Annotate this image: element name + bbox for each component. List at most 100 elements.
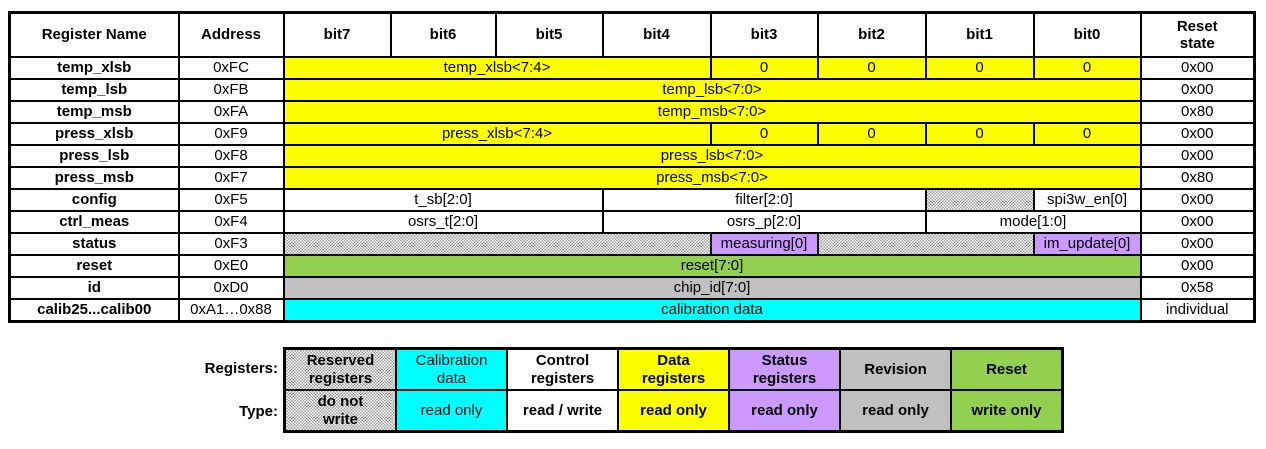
bitfield-cell: mode[1:0]	[924, 210, 1142, 234]
register-name-cell: ctrl_meas	[8, 210, 180, 234]
register-name-cell: press_xlsb	[8, 122, 180, 146]
column-header-bit2: bit2	[816, 11, 927, 58]
reset-state-cell: 0x00	[1139, 144, 1256, 168]
register-name-cell: temp_msb	[8, 100, 180, 124]
column-header-bit4: bit4	[601, 11, 712, 58]
legend-register-row: Reserved registers Calibration data Cont…	[283, 347, 1064, 391]
address-cell: 0xF7	[177, 166, 285, 190]
address-cell: 0xE0	[177, 254, 285, 278]
bitfield-cell: spi3w_en[0]	[1032, 188, 1142, 212]
legend-type-cell: do not write	[283, 389, 397, 433]
register-name-cell: status	[8, 232, 180, 256]
legend-type-cell: read / write	[506, 389, 619, 433]
bitfield-cell: measuring[0]	[709, 232, 819, 256]
reset-state-cell: 0x00	[1139, 188, 1256, 212]
reset-state-cell: individual	[1139, 298, 1256, 323]
bitfield-cell: temp_msb<7:0>	[282, 100, 1142, 124]
legend-register-cell: Calibration data	[395, 347, 508, 391]
legend-registers-label: Registers:	[204, 360, 278, 377]
bitfield-cell: t_sb[2:0]	[282, 188, 604, 212]
address-cell: 0xF3	[177, 232, 285, 256]
reset-state-cell: 0x58	[1139, 276, 1256, 300]
reset-state-cell: 0x00	[1139, 232, 1256, 256]
column-header-address: Address	[177, 11, 285, 58]
table-row-calib: calib25...calib00 0xA1…0x88 calibration …	[8, 298, 1256, 323]
address-cell: 0xD0	[177, 276, 285, 300]
address-cell: 0xF4	[177, 210, 285, 234]
address-cell: 0xFB	[177, 78, 285, 102]
column-header-bit7: bit7	[282, 11, 392, 58]
header-row: Register Name Address bit7 bit6 bit5 bit…	[8, 11, 1256, 58]
register-name-cell: id	[8, 276, 180, 300]
column-header-bit3: bit3	[709, 11, 819, 58]
bitfield-cell: temp_lsb<7:0>	[282, 78, 1142, 102]
legend-type-cell: read only	[395, 389, 508, 433]
reset-state-cell: 0x00	[1139, 78, 1256, 102]
address-cell: 0xF8	[177, 144, 285, 168]
legend-table: Reserved registers Calibration data Cont…	[283, 347, 1064, 433]
table-row-temp-xlsb: temp_xlsb 0xFC temp_xlsb<7:4> 0 0 0 0 0x…	[8, 56, 1256, 80]
register-name-cell: press_lsb	[8, 144, 180, 168]
legend-type-cell: write only	[950, 389, 1064, 433]
bitfield-cell: osrs_t[2:0]	[282, 210, 604, 234]
legend-type-label: Type:	[239, 403, 278, 420]
legend-register-cell: Status registers	[728, 347, 841, 391]
column-header-bit1: bit1	[924, 11, 1035, 58]
address-cell: 0xA1…0x88	[177, 298, 285, 323]
bitfield-cell: im_update[0]	[1032, 232, 1142, 256]
bitfield-cell: press_lsb<7:0>	[282, 144, 1142, 168]
bitfield-cell: 0	[709, 122, 819, 146]
legend-type-cell: read only	[839, 389, 952, 433]
reset-state-cell: 0x00	[1139, 210, 1256, 234]
bitfield-cell: calibration data	[282, 298, 1142, 323]
legend-type-cell: read only	[728, 389, 841, 433]
address-cell: 0xF5	[177, 188, 285, 212]
address-cell: 0xFA	[177, 100, 285, 124]
register-name-cell: calib25...calib00	[8, 298, 180, 323]
table-row-config: config 0xF5 t_sb[2:0] filter[2:0] spi3w_…	[8, 188, 1256, 212]
reserved-bit-cell	[282, 232, 712, 256]
bitfield-cell: 0	[1032, 56, 1142, 80]
bitfield-cell: 0	[924, 56, 1035, 80]
register-name-cell: temp_lsb	[8, 78, 180, 102]
reset-state-cell: 0x00	[1139, 56, 1256, 80]
legend-register-cell: Reset	[950, 347, 1064, 391]
bitfield-cell: 0	[924, 122, 1035, 146]
register-map-table: Register Name Address bit7 bit6 bit5 bit…	[8, 11, 1256, 323]
bitfield-cell: press_msb<7:0>	[282, 166, 1142, 190]
reserved-bit-cell	[816, 232, 1035, 256]
legend-type-cell: read only	[617, 389, 730, 433]
bitfield-cell: 0	[1032, 122, 1142, 146]
legend-type-row: do not write read only read / write read…	[283, 389, 1064, 433]
bitfield-cell: osrs_p[2:0]	[601, 210, 927, 234]
legend-register-cell: Revision	[839, 347, 952, 391]
legend-register-cell: Control registers	[506, 347, 619, 391]
table-row-press-msb: press_msb 0xF7 press_msb<7:0> 0x80	[8, 166, 1256, 190]
reset-state-cell: 0x00	[1139, 122, 1256, 146]
column-header-bit6: bit6	[389, 11, 497, 58]
table-row-press-lsb: press_lsb 0xF8 press_lsb<7:0> 0x00	[8, 144, 1256, 168]
legend-register-cell: Reserved registers	[283, 347, 397, 391]
register-name-cell: reset	[8, 254, 180, 278]
column-header-reset-state: Reset state	[1139, 11, 1256, 58]
reset-state-cell: 0x80	[1139, 166, 1256, 190]
table-row-reset: reset 0xE0 reset[7:0] 0x00	[8, 254, 1256, 278]
bitfield-cell: filter[2:0]	[601, 188, 927, 212]
address-cell: 0xF9	[177, 122, 285, 146]
register-name-cell: config	[8, 188, 180, 212]
table-row-temp-msb: temp_msb 0xFA temp_msb<7:0> 0x80	[8, 100, 1256, 124]
table-row-ctrl-meas: ctrl_meas 0xF4 osrs_t[2:0] osrs_p[2:0] m…	[8, 210, 1256, 234]
table-row-temp-lsb: temp_lsb 0xFB temp_lsb<7:0> 0x00	[8, 78, 1256, 102]
column-header-register-name: Register Name	[8, 11, 180, 58]
legend-row-labels: Registers: Type:	[150, 347, 278, 433]
column-header-bit0: bit0	[1032, 11, 1142, 58]
table-row-status: status 0xF3 measuring[0] im_update[0] 0x…	[8, 232, 1256, 256]
bitfield-cell: chip_id[7:0]	[282, 276, 1142, 300]
bitfield-cell: press_xlsb<7:4>	[282, 122, 712, 146]
register-name-cell: press_msb	[8, 166, 180, 190]
table-row-press-xlsb: press_xlsb 0xF9 press_xlsb<7:4> 0 0 0 0 …	[8, 122, 1256, 146]
bitfield-cell: temp_xlsb<7:4>	[282, 56, 712, 80]
column-header-bit5: bit5	[494, 11, 604, 58]
bitfield-cell: 0	[816, 122, 927, 146]
